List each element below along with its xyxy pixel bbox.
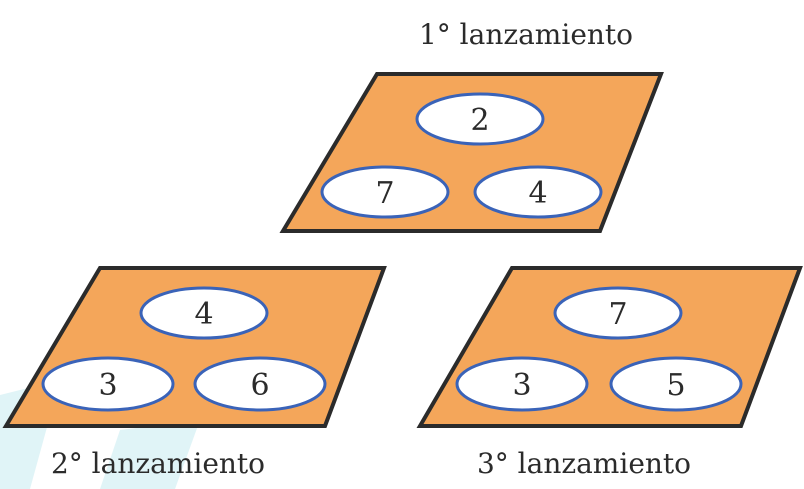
throw-1-top-hole: 2: [415, 92, 545, 146]
hole-ellipse: [415, 92, 545, 146]
hole-ellipse: [455, 356, 589, 412]
throw-2-caption: 2° lanzamiento: [51, 447, 265, 480]
throw-1-right-hole: 4: [473, 165, 603, 219]
hole-ellipse: [139, 286, 269, 340]
throw-2-group: 4 3 6 2° lanzamiento: [2, 266, 387, 480]
throw-3-left-number: 3: [512, 368, 531, 403]
throw-2-top-hole: 4: [139, 286, 269, 340]
throw-1-left-hole: 7: [320, 165, 450, 219]
throw-2-top-number: 4: [194, 297, 213, 332]
hole-ellipse: [320, 165, 450, 219]
throw-3-right-hole: 5: [609, 356, 743, 412]
hole-ellipse: [193, 356, 327, 412]
throw-1-top-number: 2: [470, 103, 489, 138]
throw-3-right-number: 5: [666, 368, 685, 403]
throw-3-left-hole: 3: [455, 356, 589, 412]
throw-1-caption: 1° lanzamiento: [419, 18, 633, 51]
throw-2-right-hole: 6: [193, 356, 327, 412]
hole-ellipse: [609, 356, 743, 412]
hole-ellipse: [473, 165, 603, 219]
throw-2-left-number: 3: [98, 368, 117, 403]
throw-2-right-number: 6: [250, 368, 269, 403]
hole-ellipse: [41, 356, 175, 412]
throw-3-caption: 3° lanzamiento: [477, 447, 691, 480]
throw-1-group: 1° lanzamiento 2 7 4: [279, 18, 664, 233]
throw-1-left-number: 7: [375, 176, 394, 211]
throw-3-top-number: 7: [608, 297, 627, 332]
throw-1-right-number: 4: [528, 176, 547, 211]
throw-2-left-hole: 3: [41, 356, 175, 412]
throw-3-top-hole: 7: [553, 286, 683, 340]
throw-3-group: 7 3 5 3° lanzamiento: [416, 266, 803, 480]
hole-ellipse: [553, 286, 683, 340]
